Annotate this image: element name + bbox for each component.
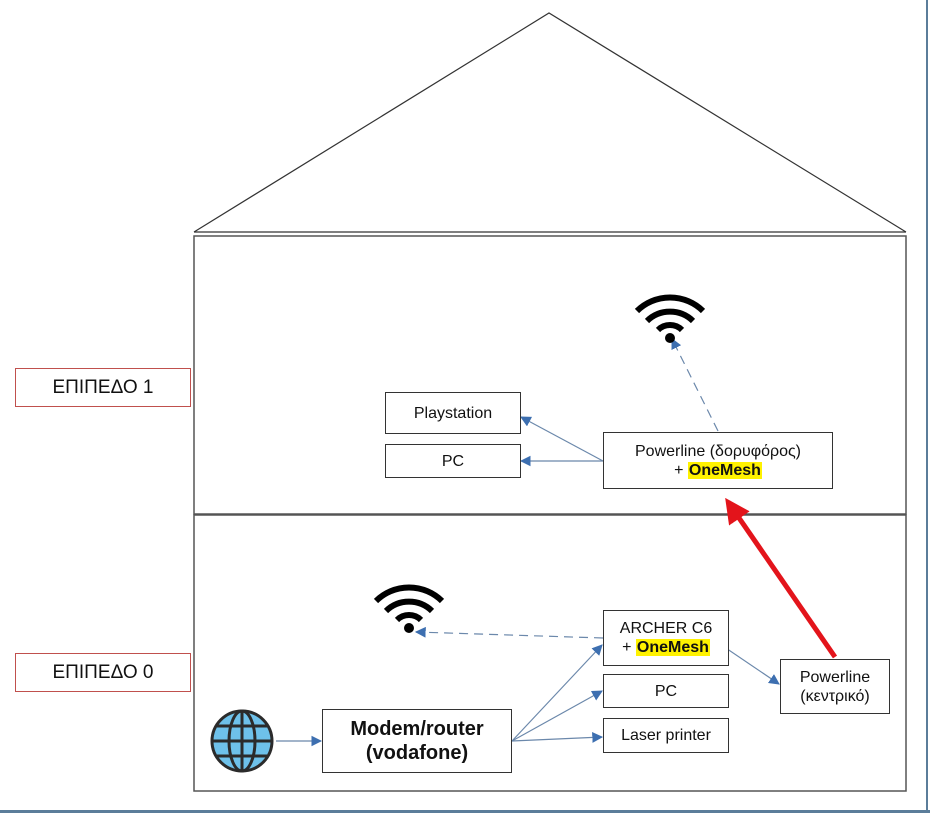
pc-lower-label: PC	[654, 682, 678, 700]
arrow-modem-to-printer	[511, 732, 604, 743]
floor-0	[193, 514, 907, 792]
modem-sub: (vodafone)	[365, 742, 469, 764]
powerline-link-arrow	[725, 497, 838, 659]
onemesh-highlight: OneMesh	[635, 639, 710, 656]
printer-label: Laser printer	[621, 727, 711, 744]
powerline-satellite-node: Powerline (δορυφόρος) + OneMesh	[603, 432, 833, 489]
modem-router-node: Modem/router (vodafone)	[322, 709, 512, 773]
archer-node: ARCHER C6 + OneMesh	[603, 610, 729, 666]
roof	[193, 12, 907, 233]
archer-sub: + OneMesh	[622, 638, 710, 657]
arrow-modem-to-pc	[511, 690, 603, 742]
arrow-powerline-to-playstation	[520, 416, 604, 462]
pc-upper-node: PC	[385, 444, 521, 478]
frame-border-right	[926, 0, 928, 813]
powerline-satellite-title: Powerline (δορυφόρος)	[635, 442, 801, 460]
level-label-1: ΕΠΙΠΕΔΟ 1	[15, 368, 191, 407]
wifi-icon	[634, 294, 706, 343]
arrow-modem-to-archer	[511, 644, 603, 742]
archer-title: ARCHER C6	[619, 620, 713, 637]
plus-prefix: +	[674, 461, 688, 479]
powerline-main-title: Powerline	[799, 668, 871, 686]
powerline-main-node: Powerline (κεντρικό)	[780, 659, 890, 714]
floor-1	[193, 235, 907, 515]
globe-icon	[210, 709, 274, 773]
modem-title: Modem/router	[350, 718, 484, 740]
playstation-node: Playstation	[385, 392, 521, 434]
wifi-icon	[373, 584, 445, 633]
playstation-label: Playstation	[413, 404, 493, 422]
pc-lower-node: PC	[603, 674, 729, 708]
wifi-link-lower	[414, 626, 604, 639]
pc-upper-label: PC	[441, 452, 465, 470]
printer-node: Laser printer	[603, 718, 729, 753]
onemesh-highlight: OneMesh	[687, 461, 762, 479]
frame-border-bottom	[0, 810, 930, 813]
wifi-link-upper	[671, 338, 719, 432]
plus-prefix: +	[622, 639, 636, 656]
level-label-0: ΕΠΙΠΕΔΟ 0	[15, 653, 191, 692]
powerline-main-sub: (κεντρικό)	[800, 687, 870, 705]
powerline-satellite-sub: + OneMesh	[674, 461, 762, 480]
